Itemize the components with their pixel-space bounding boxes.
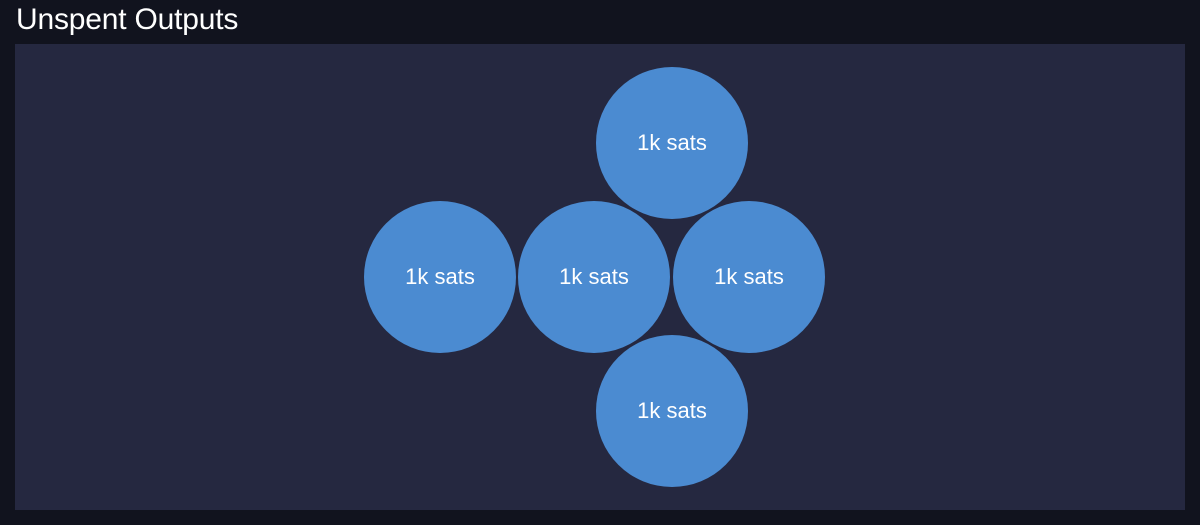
- utxo-amount-label: 1k sats: [637, 398, 707, 423]
- utxo-bubble-bottom[interactable]: 1k sats: [596, 335, 748, 487]
- utxo-panel: 1k sats 1k sats 1k sats 1k sats 1k sats: [15, 44, 1185, 510]
- page-title: Unspent Outputs: [16, 3, 239, 36]
- utxo-amount-label: 1k sats: [637, 130, 707, 155]
- utxo-bubble-center[interactable]: 1k sats: [518, 201, 670, 353]
- utxo-amount-label: 1k sats: [405, 264, 475, 289]
- utxo-bubble-top[interactable]: 1k sats: [596, 67, 748, 219]
- utxo-amount-label: 1k sats: [714, 264, 784, 289]
- utxo-amount-label: 1k sats: [559, 264, 629, 289]
- utxo-bubble-left[interactable]: 1k sats: [364, 201, 516, 353]
- utxo-bubble-right[interactable]: 1k sats: [673, 201, 825, 353]
